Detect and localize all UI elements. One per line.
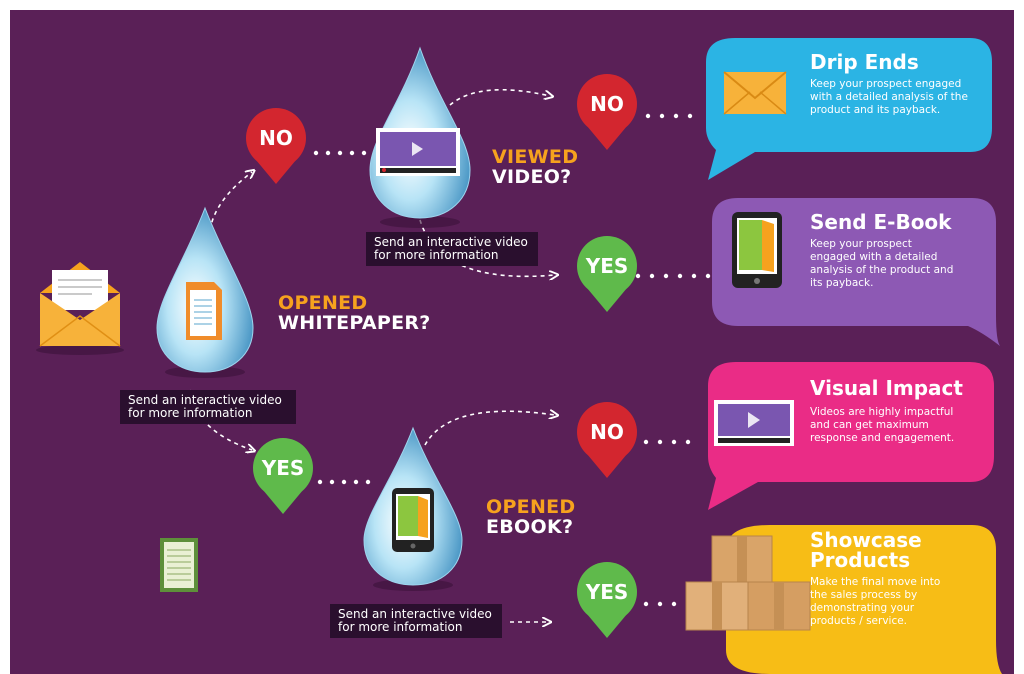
question-whitepaper: OPENED WHITEPAPER?: [278, 292, 431, 334]
outcome-text-drip-ends: Keep your prospect engaged with a detail…: [810, 78, 968, 116]
infographic-canvas: NO YES NO YES NO YES OPENED WHITEPAPER? …: [10, 10, 1014, 674]
pin-no-video-label: NO: [590, 92, 624, 116]
question-video: VIEWED VIDEO?: [492, 146, 579, 188]
pin-yes-ebook: [577, 562, 637, 638]
dot-connectors: [313, 113, 711, 607]
question-ebook-line1: OPENED: [486, 496, 576, 518]
caption-video: Send an interactive video for more infor…: [366, 232, 538, 266]
pin-yes-left-label: YES: [261, 456, 305, 480]
bubble-send-ebook: [712, 198, 1000, 346]
question-ebook-line2: EBOOK?: [486, 515, 574, 538]
tablet-ebook-icon: [392, 488, 434, 552]
envelope-small-icon: [723, 71, 787, 115]
caption-ebook: Send an interactive video for more infor…: [330, 604, 502, 638]
caption-whitepaper: Send an interactive video for more infor…: [120, 390, 296, 424]
pin-no-top-label: NO: [259, 126, 293, 150]
question-ebook: OPENED EBOOK?: [486, 496, 576, 538]
pin-no-ebook-label: NO: [590, 420, 624, 444]
tablet-icon: [732, 212, 782, 288]
pin-yes-left: [253, 438, 313, 514]
bubble-visual-impact: [708, 362, 994, 510]
video-player-icon: [376, 128, 460, 176]
question-video-line1: VIEWED: [492, 146, 579, 168]
pin-no-ebook: [577, 402, 637, 478]
question-video-line2: VIDEO?: [492, 165, 572, 188]
envelope-icon: [36, 262, 124, 355]
question-whitepaper-line2: WHITEPAPER?: [278, 311, 431, 334]
document-icon: [186, 282, 222, 340]
outcome-text-visual-impact: Videos are highly impactful and can get …: [810, 406, 955, 444]
outcome-title-send-ebook: Send E-Book: [810, 210, 952, 234]
pin-yes-video: [577, 236, 637, 312]
outcome-text-send-ebook: Keep your prospect engaged with a detail…: [810, 238, 954, 289]
pin-yes-video-label: YES: [585, 254, 629, 278]
pin-no-top: [246, 108, 306, 184]
outcome-text-showcase: Make the final move into the sales proce…: [810, 576, 941, 627]
flow-arrows: [189, 88, 555, 622]
spreadsheet-icon: [160, 538, 198, 592]
question-whitepaper-line1: OPENED: [278, 292, 368, 314]
diagram-artwork: [36, 38, 1002, 674]
boxes-icon: [685, 535, 811, 631]
outcome-title-visual-impact: Visual Impact: [810, 376, 963, 400]
bubble-showcase: [726, 525, 1002, 674]
pin-yes-ebook-label: YES: [585, 580, 629, 604]
pin-no-video: [577, 74, 637, 150]
video-screen-icon: [714, 400, 794, 446]
outcome-title-drip-ends: Drip Ends: [810, 50, 919, 74]
outcome-title-showcase: Showcase Products: [810, 528, 922, 572]
